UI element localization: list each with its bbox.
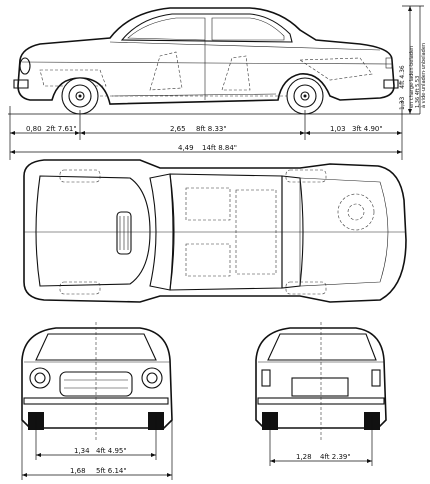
overall-width-metric: 1,68 xyxy=(70,467,86,475)
height-note-unladen: à vide·unladen·unbeladen xyxy=(420,43,427,108)
front-track-metric: 1,34 xyxy=(74,447,90,455)
front-overhang-metric: 0,80 xyxy=(26,125,42,133)
wheelbase-metric: 2,65 xyxy=(170,125,186,133)
overall-height-imperial: 4ft 4.36 xyxy=(399,65,406,89)
top-view xyxy=(23,159,407,303)
height-note-unladen-value: 1,36 4ft 5.53 xyxy=(415,76,421,108)
front-overhang-imperial: 2ft 7.61" xyxy=(46,125,77,133)
side-view xyxy=(8,7,420,140)
rear-overhang-metric: 1,03 xyxy=(330,125,346,133)
overall-width-imperial: 5ft 6.14" xyxy=(96,467,127,475)
overall-length-metric: 4,49 xyxy=(178,144,194,152)
front-view: 1,34 4ft 4.95" 1,68 5ft 6.14" xyxy=(21,327,173,480)
rear-overhang-imperial: 3ft 4.90" xyxy=(352,125,383,133)
overall-height-metric: 1,33 xyxy=(399,96,406,110)
overall-length-imperial: 14ft 8.84" xyxy=(202,144,237,152)
height-note-laden: en charge·laden·beladen xyxy=(409,46,415,108)
front-track-imperial: 4ft 4.95" xyxy=(96,447,127,455)
length-dimensions: 0,80 2ft 7.61" 2,65 8ft 8.33" 1,03 3ft 4… xyxy=(9,100,403,160)
wheelbase-imperial: 8ft 8.33" xyxy=(196,125,227,133)
front-wheel xyxy=(61,77,99,115)
rear-view: 1,28 4ft 2.39" xyxy=(255,327,387,466)
height-dimension: 1,33 4ft 4.36 en charge·laden·beladen 1,… xyxy=(399,5,427,114)
rear-wheel xyxy=(286,77,324,115)
rear-track-metric: 1,28 xyxy=(296,453,312,461)
rear-track-imperial: 4ft 2.39" xyxy=(320,453,351,461)
svg-text:1,33 4ft 4.36: 1,33 4ft 4.36 xyxy=(399,65,406,110)
